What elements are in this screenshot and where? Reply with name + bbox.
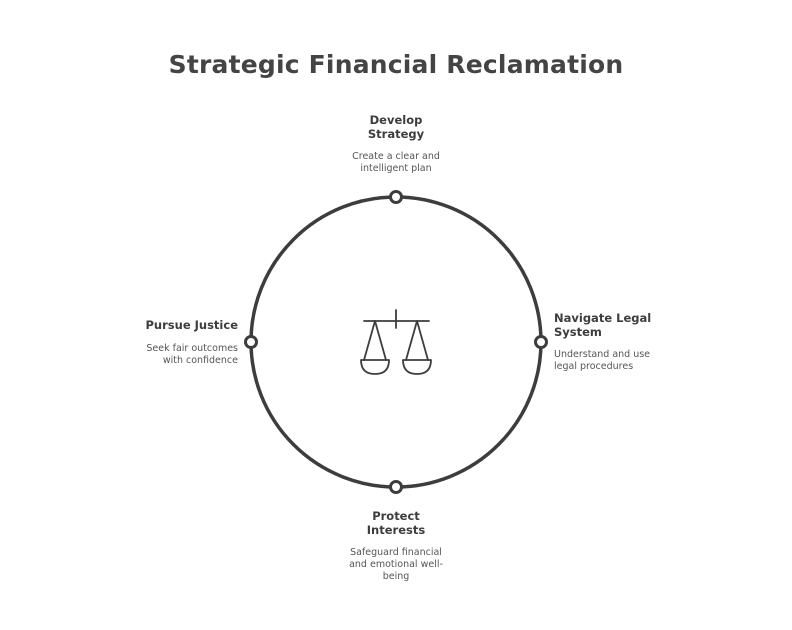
node-desc-right: Understand and use legal procedures: [554, 349, 651, 372]
page-title: Strategic Financial Reclamation: [168, 50, 624, 79]
node-dot-top: [389, 190, 403, 204]
node-title-bottom: Protect Interests: [366, 509, 426, 537]
node-dot-bottom: [389, 480, 403, 494]
node-title-left: Pursue Justice: [145, 318, 239, 332]
node-desc-bottom: Safeguard financial and emotional well- …: [349, 547, 443, 582]
node-title-top: Develop Strategy: [367, 113, 425, 141]
node-dot-left: [244, 335, 258, 349]
node-desc-left: Seek fair outcomes with confidence: [146, 343, 238, 366]
node-dot-right: [534, 335, 548, 349]
node-desc-top: Create a clear and intelligent plan: [352, 151, 440, 174]
cycle-ring: [249, 195, 543, 489]
balance-scale-icon: [360, 309, 432, 375]
node-title-right: Navigate Legal System: [554, 311, 652, 339]
